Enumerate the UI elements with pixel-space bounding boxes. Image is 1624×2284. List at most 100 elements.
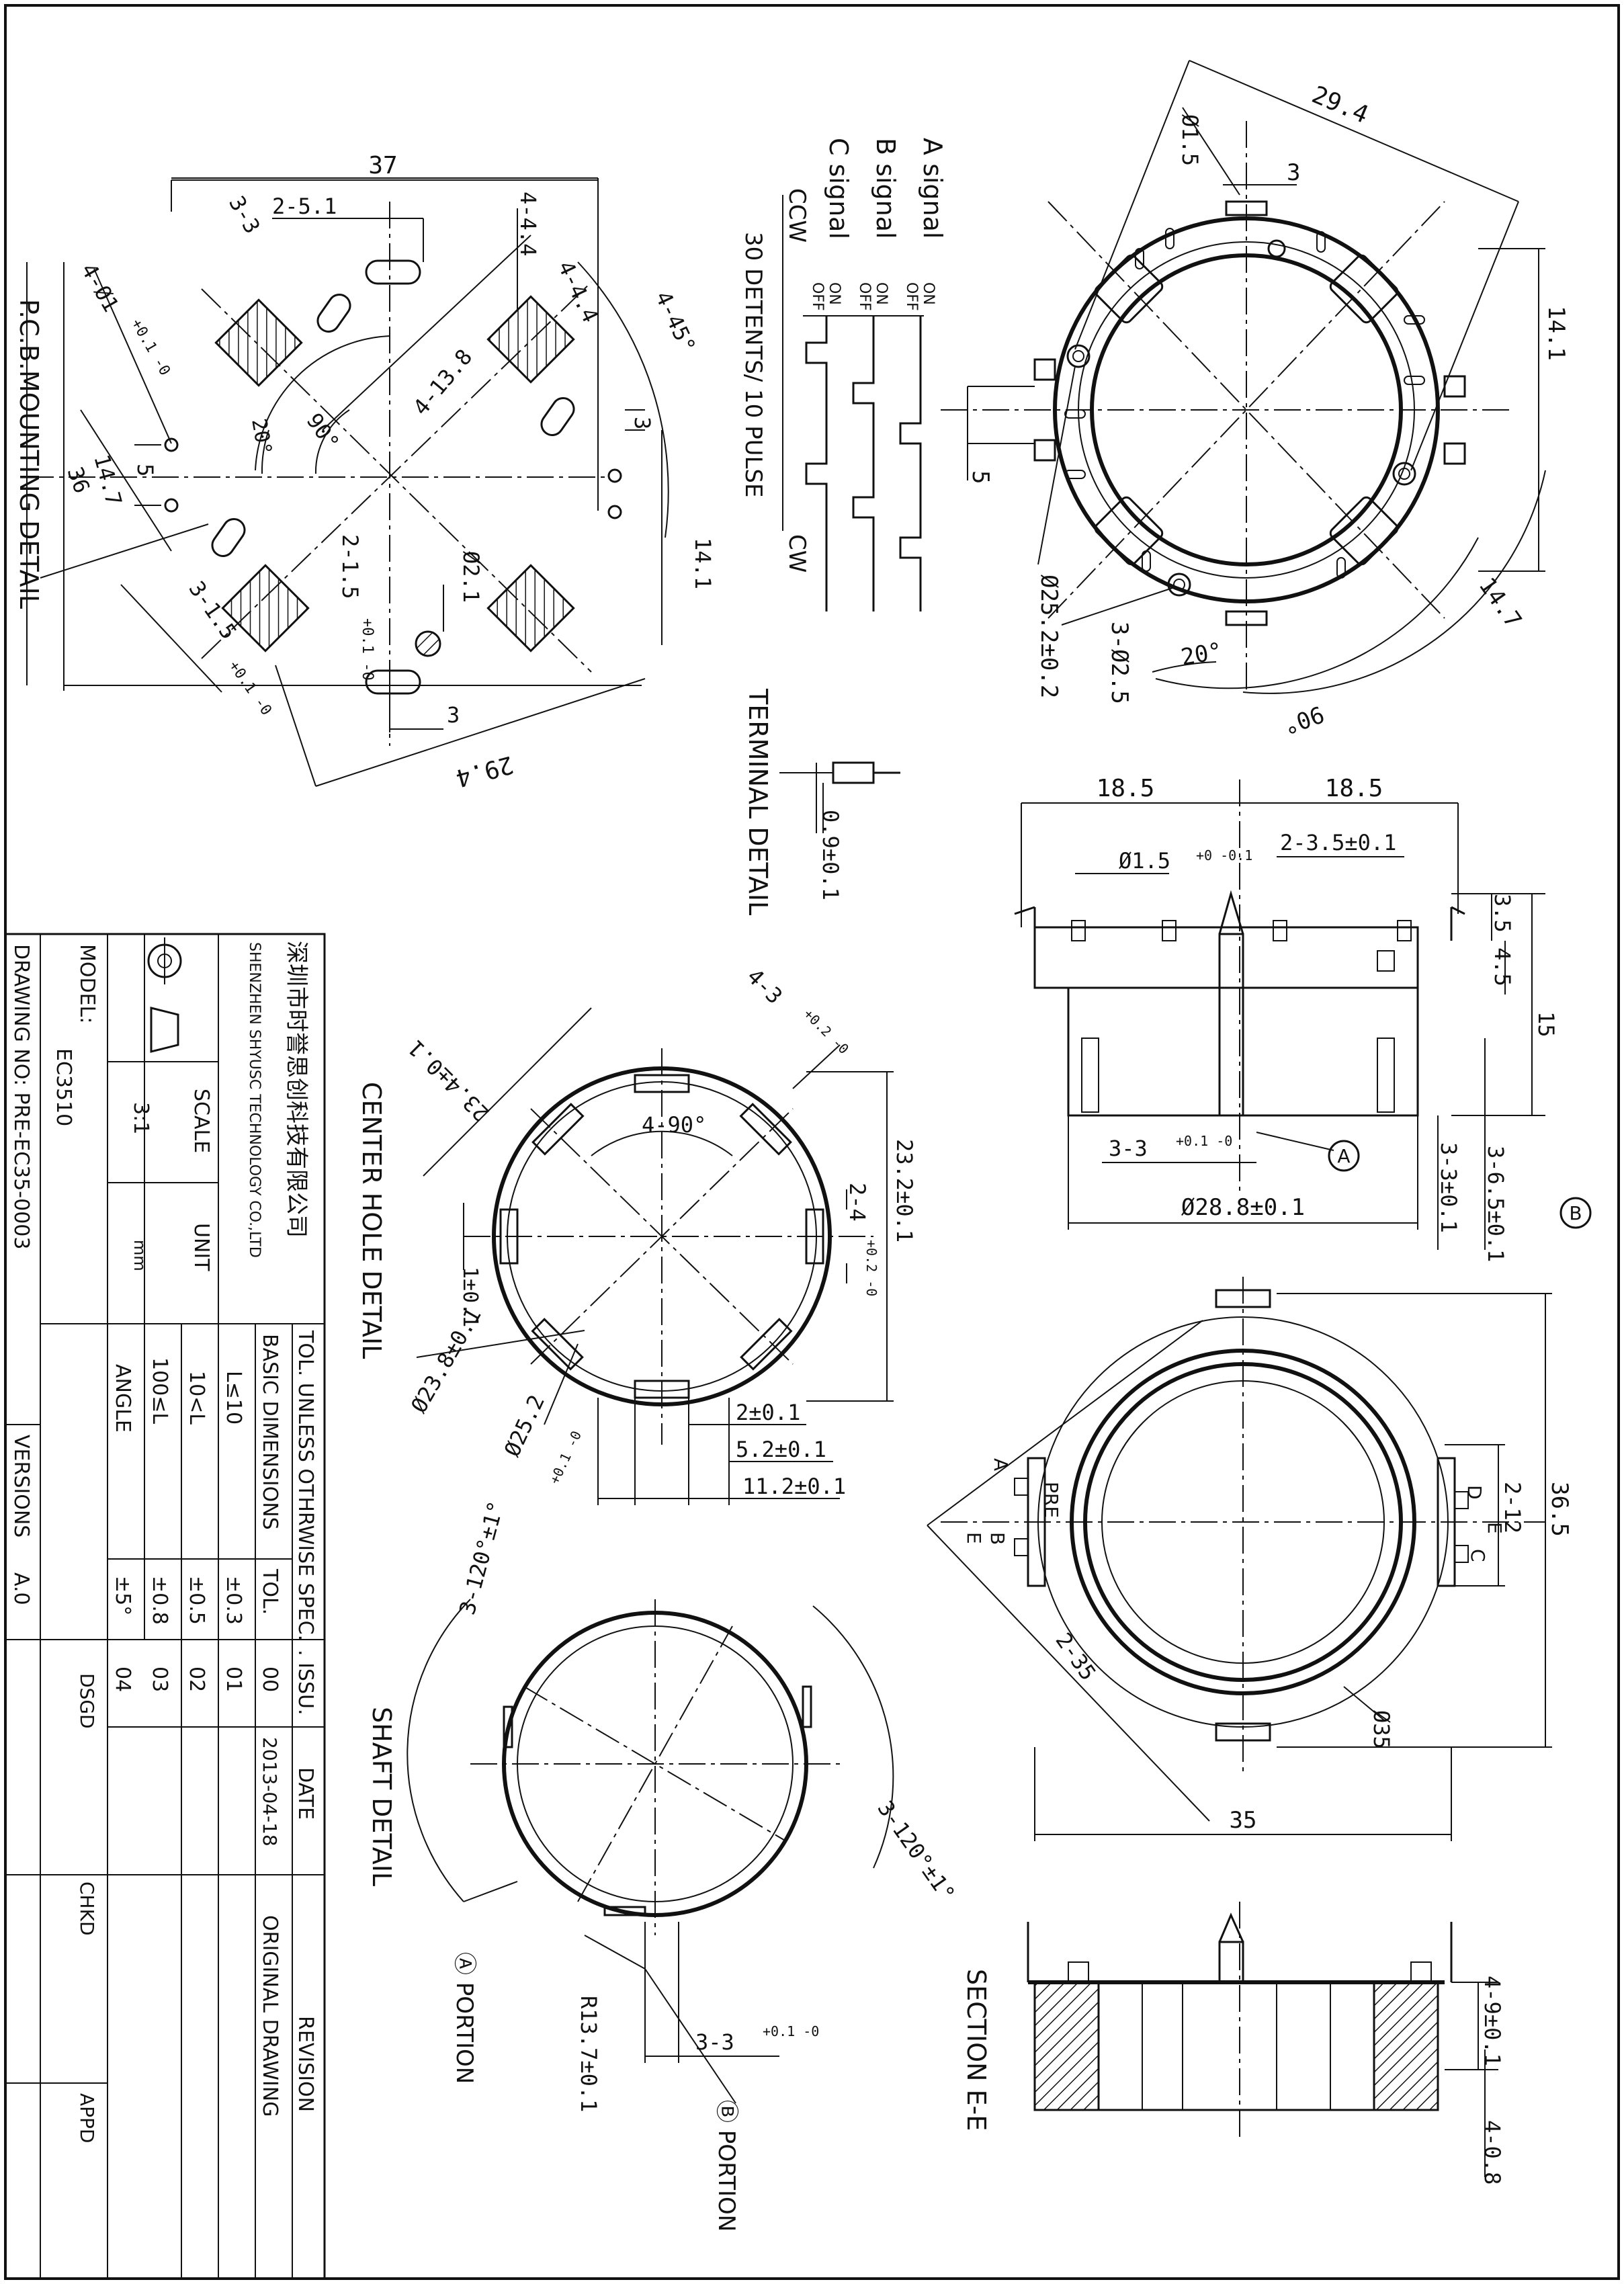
pcb-mounting-detail: 37 2-5.1 3-3 4-4.4 4-4.4 4-Ø1 +0.1 -0 4-…: [14, 152, 716, 792]
top-dim-29-4: 29.4: [1308, 81, 1372, 130]
chkd-label: CHKD: [76, 1881, 98, 1936]
side-dim-3-3b: 3-3±0.1: [1436, 1142, 1461, 1233]
hole-tol-4-3: +0.2 -0: [800, 1006, 852, 1058]
shaft-dim-3-120b: 3-120°±1°: [872, 1796, 960, 1906]
pcb-dim-4-phi1: 4-Ø1: [76, 259, 124, 316]
side-dim-18-5a: 18.5: [1097, 775, 1155, 802]
revision-label: REVISION: [294, 2016, 317, 2112]
pcb-dim-14-7: 14.7: [89, 452, 127, 508]
hole-dim-11-2: 11.2±0.1: [742, 1474, 846, 1499]
signal-a-label: A signal: [918, 138, 947, 239]
tol-row-0-dim: L≤10: [222, 1371, 245, 1425]
terminal-view-title: TERMINAL DETAIL: [743, 688, 773, 915]
pcb-dim-29-4: 29.4: [453, 750, 516, 792]
side-dim-15: 15: [1533, 1011, 1559, 1038]
hole-dim-1: 1±0.1: [458, 1267, 482, 1327]
svg-text:ON: ON: [873, 282, 890, 305]
signal-b-label: B signal: [871, 138, 900, 239]
pcb-dim-4-4-4b: 4-4.4: [553, 257, 603, 326]
svg-text:OFF: OFF: [809, 282, 826, 311]
svg-text:03: 03: [148, 1666, 171, 1692]
hole-dim-23-4: 23.4±0.1: [403, 1035, 495, 1126]
shaft-dim-3-3: 3-3: [695, 2029, 734, 2055]
svg-text:E: E: [1484, 1522, 1506, 1534]
issu-label: . ISSU.: [294, 1650, 317, 1716]
svg-text:04: 04: [111, 1666, 134, 1692]
bottom-dim-2-35: 2-35: [1050, 1628, 1101, 1685]
hole-dim-2-4: 2-4: [845, 1183, 870, 1222]
pcb-dim-3b: 3: [447, 702, 460, 728]
tol-row-0-tol: ±0.3: [222, 1576, 245, 1625]
unit-label: UNIT: [189, 1223, 213, 1271]
terminal-dim-0-9: 0.9±0.1: [818, 810, 843, 900]
section-dim-4-0-8: 4-0.8: [1480, 2120, 1505, 2185]
svg-text:OFF: OFF: [856, 282, 873, 311]
shaft-dim-r13-7: R13.7±0.1: [576, 1996, 601, 2112]
svg-text:02: 02: [185, 1666, 208, 1692]
svg-text:ON: ON: [920, 282, 937, 305]
terminal-detail: 0.9±0.1 TERMINAL DETAIL: [743, 688, 900, 915]
side-dim-phi28-8: Ø28.8±0.1: [1181, 1194, 1305, 1221]
tol-row-1-dim: 10<L: [185, 1371, 208, 1425]
tol-row-2-tol: ±0.8: [148, 1576, 171, 1625]
drawing-number: DRAWING NO: PRE-EC35-0003: [9, 944, 33, 1249]
bottom-dim-phi35: Ø35: [1369, 1710, 1394, 1749]
center-hole-title: CENTER HOLE DETAIL: [357, 1082, 386, 1359]
svg-text:E: E: [963, 1532, 985, 1544]
tol-row-3-tol: ±5°: [111, 1576, 134, 1615]
bottom-dim-36-5: 36.5: [1546, 1482, 1573, 1537]
section-title: SECTION E-E: [961, 1969, 991, 2131]
pcb-tol-2-1-5: +0.1 -0: [359, 618, 376, 681]
encoder-top-view: 29.4 Ø1.5 3 14.1 5 Ø25.2±0.2 3-Ø2.5 20° …: [941, 60, 1570, 739]
pcb-dim-4-13-8: 4-13.8: [408, 344, 477, 420]
svg-text:OFF: OFF: [903, 282, 920, 311]
unit-value: mm: [130, 1240, 149, 1271]
top-dim-14-1: 14.1: [1543, 306, 1570, 361]
top-dim-90: 90°: [1279, 700, 1327, 740]
top-dim-phi1-5: Ø1.5: [1177, 114, 1203, 166]
ccw-label: CCW: [783, 188, 810, 243]
detents-label: 30 DETENTS/ 10 PULSE: [740, 232, 767, 498]
pcb-tol-3-1-5: +0.1 -0: [225, 658, 275, 718]
svg-text:C: C: [1467, 1549, 1489, 1562]
dsgd-label: DSGD: [76, 1673, 98, 1729]
top-dim-5: 5: [967, 470, 994, 484]
portion-b-label: Ⓑ PORTION: [713, 2100, 740, 2232]
tol-row-3-dim: ANGLE: [111, 1364, 134, 1433]
side-tol-3-3: +0.1 -0: [1176, 1133, 1232, 1149]
scale-value: 3:1: [129, 1102, 153, 1134]
hole-tol-2-4: +0.2 -0: [863, 1240, 880, 1296]
section-dim-4-9: 4-9±0.1: [1480, 1976, 1505, 2066]
pcb-dim-36: 36: [62, 464, 95, 497]
shaft-detail: 3-120°±1° 3-120°±1° R13.7±0.1 3-3 +0.1 -…: [367, 1498, 960, 2232]
date-value: 2013-04-18: [259, 1737, 281, 1847]
revision-value: ORIGINAL DRAWING: [258, 1915, 282, 2117]
model-label: MODEL:: [75, 944, 99, 1023]
version-value: A.0: [9, 1572, 33, 1605]
top-dim-phi25-2: Ø25.2±0.2: [1035, 575, 1062, 698]
signal-timing: A signal B signal C signal OFF ON OFF ON…: [740, 138, 947, 611]
versions-label: VERSIONS: [9, 1435, 33, 1537]
pcb-tol-phi1: +0.1 -0: [128, 316, 173, 379]
hole-dim-5-2: 5.2±0.1: [736, 1437, 826, 1462]
pcb-dim-phi2-1: Ø2.1: [458, 551, 484, 603]
marker-a-side: A: [1337, 1145, 1350, 1167]
pcb-dim-37: 37: [368, 152, 397, 179]
tol-label: TOL.: [258, 1568, 282, 1615]
hole-tol-phi25-2: +0.1 -0: [546, 1429, 585, 1487]
pcb-dim-3-3: 3-3: [224, 192, 265, 238]
top-dim-3: 3: [1287, 159, 1300, 186]
shaft-tol-3-3: +0.1 -0: [763, 2023, 819, 2039]
side-dim-3-6-5: 3-6.5±0.1: [1483, 1146, 1508, 1262]
date-label: DATE: [294, 1767, 317, 1820]
signal-a-waveform: [899, 316, 922, 611]
pcb-dim-2-5-1: 2-5.1: [272, 194, 337, 219]
pcb-dim-14-1: 14.1: [690, 538, 716, 589]
portion-a-label: Ⓐ PORTION: [451, 1952, 478, 2084]
top-dim-14-7: 14.7: [1473, 573, 1527, 633]
shaft-detail-title: SHAFT DETAIL: [367, 1707, 396, 1886]
cw-label: CW: [783, 534, 810, 573]
svg-text:01: 01: [222, 1666, 245, 1692]
side-dim-18-5b: 18.5: [1325, 775, 1383, 802]
